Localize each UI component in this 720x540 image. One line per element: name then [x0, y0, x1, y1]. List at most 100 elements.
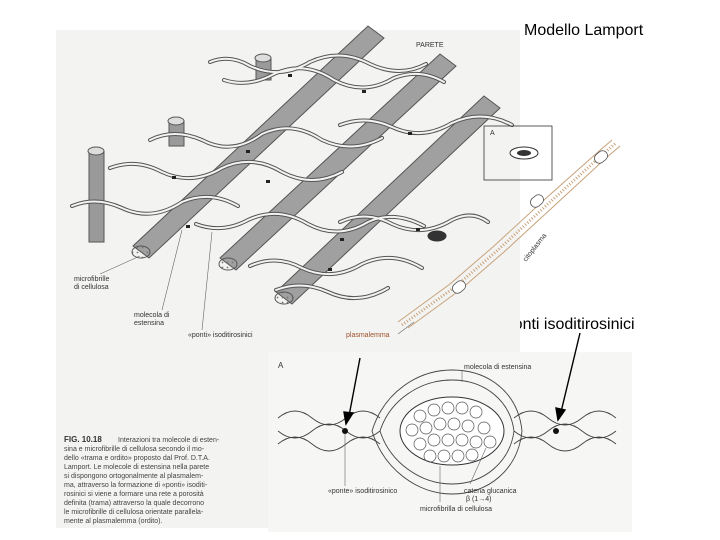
glucan-chain	[419, 421, 433, 435]
label-ponti: «ponti» isoditirosinici	[188, 332, 253, 339]
extensin-ribbon-core	[275, 284, 389, 300]
glucan-chain	[455, 401, 469, 415]
cellulose-rod	[88, 150, 105, 243]
detail-label-catena-1: catena glucanica	[464, 488, 517, 495]
fibril-end	[427, 230, 447, 242]
glucan-chain	[423, 449, 437, 463]
extensin-ribbon-core	[195, 212, 425, 233]
leader-line	[99, 255, 141, 275]
detail-chain	[513, 410, 617, 426]
glucan-chain	[469, 435, 483, 449]
glucan-chain	[437, 449, 451, 463]
bridge-node-left	[342, 428, 348, 434]
detail-label-ponte: «ponte» isoditirosinico	[328, 488, 397, 495]
callout-arrow-right	[560, 332, 581, 413]
extensin-ribbon-core	[209, 54, 427, 74]
label-microfibrille-2: di cellulosa	[74, 284, 109, 291]
glucan-chain	[461, 419, 475, 433]
label-inset-a: A	[490, 130, 495, 137]
extensin-ribbon-core	[71, 195, 239, 215]
membrane-strand	[407, 145, 621, 329]
bridge-dot	[186, 225, 190, 228]
extensin-ribbon-core	[109, 160, 343, 181]
glucan-chain	[427, 433, 441, 447]
bridge-dots	[172, 74, 420, 271]
glucan-chain	[483, 435, 497, 449]
leader-line	[161, 229, 183, 311]
glucan-chain	[405, 423, 419, 437]
membrane-strand	[397, 139, 613, 323]
detail-chains	[277, 369, 617, 495]
glucan-chain	[455, 433, 469, 447]
bridge-dot	[340, 238, 344, 241]
leader-lines	[99, 229, 415, 335]
bridge-dot	[288, 74, 292, 77]
callout-arrow-left	[348, 357, 361, 417]
extensin-ribbons-inner	[71, 54, 513, 300]
inset-box	[483, 125, 553, 181]
label-molecola-2: estensina	[134, 320, 164, 327]
caption-line-6: ma, attraverso la formazione di «ponti» …	[64, 482, 208, 489]
membrane-protein	[452, 280, 466, 294]
bridge-dot	[362, 90, 366, 93]
label-plasmalemma: plasmalemma	[346, 332, 390, 339]
caption-line-9: le microfibrille di cellulosa orientate …	[64, 509, 204, 516]
rod-end	[87, 146, 105, 156]
caption-line-5: si dispongono ortogonalmente al plasmale…	[64, 473, 204, 480]
callout-label: Ponti isoditirosinici	[503, 316, 635, 333]
leader-line	[201, 231, 213, 331]
caption-line-7: rosinici si viene a formare una rete a p…	[64, 491, 204, 498]
rod-end	[167, 116, 185, 126]
extensin-loop	[371, 369, 523, 495]
bridge-dot	[408, 132, 412, 135]
bridge-dot	[246, 150, 250, 153]
detail-marker: A	[278, 361, 284, 370]
bridge-dot	[172, 176, 176, 179]
glucan-chain	[469, 405, 483, 419]
extensin-ribbon-core	[339, 214, 489, 232]
detail-chain	[277, 436, 381, 452]
glucan-chain	[447, 417, 461, 431]
callout-arrows	[343, 332, 581, 426]
extensin-ribbon-core	[339, 115, 513, 135]
bridge-dot	[328, 268, 332, 271]
inset-fibril-core	[517, 150, 531, 156]
bridge-dot	[266, 180, 270, 183]
glucan-chain	[441, 433, 455, 447]
rod-end	[254, 53, 272, 63]
rod-end	[131, 245, 151, 259]
glucan-chains	[405, 401, 497, 463]
leader-line	[397, 321, 415, 335]
glucan-chain	[413, 437, 427, 451]
glucan-chain	[451, 449, 465, 463]
extensin-ribbon-core	[223, 67, 445, 89]
glucan-chain	[477, 421, 491, 435]
caption-line-8: definita (trama) attraverso la quale dec…	[64, 500, 204, 507]
caption-number: FIG. 10.18	[64, 435, 102, 444]
detail-leaders	[344, 370, 487, 502]
detail-label-microfibrilla: microfibrilla di cellulosa	[420, 506, 492, 513]
extensin-ribbon-core	[149, 127, 383, 148]
detail-chain	[277, 423, 381, 439]
caption-line-3: dello «trama e ordito» proposto dal Prof…	[64, 455, 210, 462]
label-citoplasma: citoplasma	[522, 232, 548, 263]
rod-end	[218, 257, 238, 271]
detail-label-catena-2: β (1→4)	[466, 496, 491, 503]
glucan-chain	[465, 448, 479, 462]
caption-line-1: Interazioni tra molecole di esten-	[118, 437, 220, 444]
arrowhead-right	[555, 407, 567, 422]
detail-chain	[513, 423, 617, 439]
label-molecola-1: molecola di	[134, 312, 170, 319]
membrane-hatching	[401, 141, 617, 327]
slide-title: Modello Lamport	[524, 22, 644, 39]
detail-label-molecola: molecola di estensina	[464, 364, 531, 371]
bridge-dot	[416, 228, 420, 231]
rod-end	[274, 291, 294, 305]
extensin-loop	[379, 379, 515, 485]
leader-line	[469, 447, 487, 485]
extensin-ribbon-core	[249, 256, 423, 276]
glucan-chain	[413, 409, 427, 423]
detail-chain	[513, 436, 617, 452]
plasma-membrane	[397, 139, 621, 329]
membrane-protein	[530, 194, 544, 208]
